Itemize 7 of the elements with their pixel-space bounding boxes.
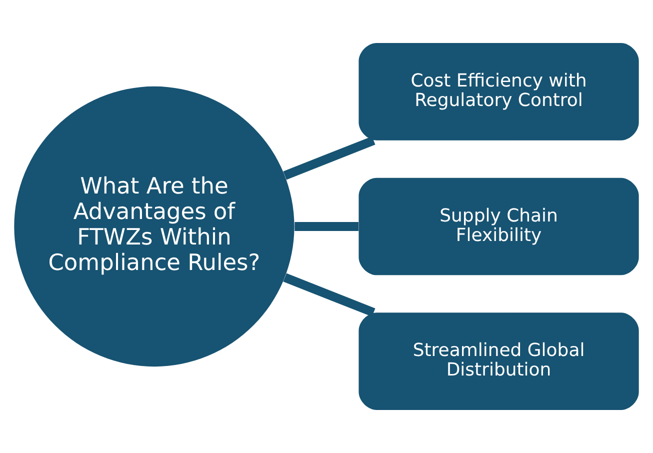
node-box: Cost Efficiency with Regulatory Control xyxy=(358,43,639,140)
node-box: Supply Chain Flexibility xyxy=(358,178,639,276)
connector xyxy=(283,136,376,180)
connector xyxy=(283,273,376,317)
node-circle: What Are the Advantages of FTWZs Within Compliance Rules? xyxy=(14,86,294,367)
node-box: Streamlined Global Distribution xyxy=(358,312,639,410)
connector xyxy=(294,222,358,231)
